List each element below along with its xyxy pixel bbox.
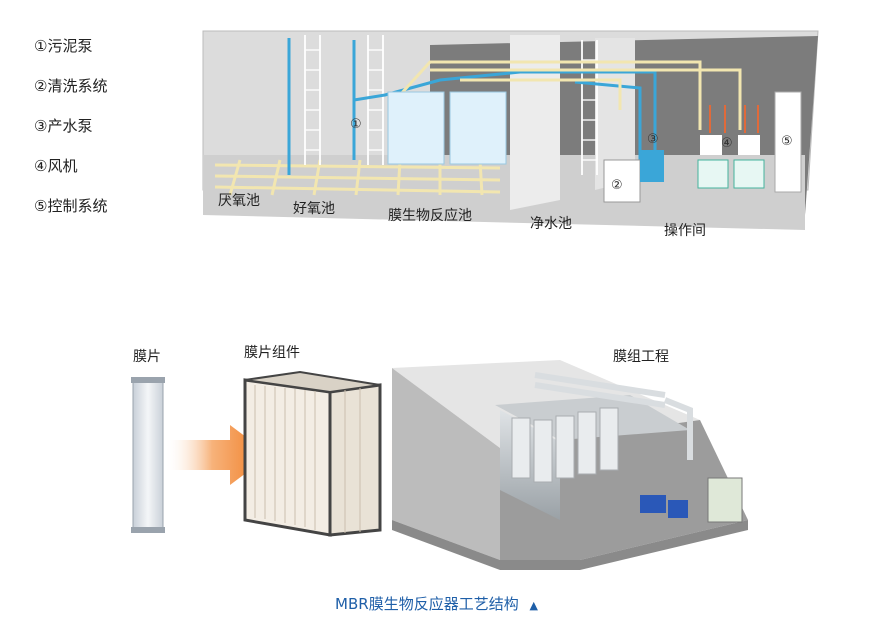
plant-building xyxy=(202,30,819,230)
legend-item-sludge-pump: ①污泥泵 xyxy=(34,37,93,55)
zone-label-anaerobic: 厌氧池 xyxy=(218,193,260,209)
membrane-sheet xyxy=(131,377,165,533)
legend-item-cleaning-system: ②清洗系统 xyxy=(34,77,108,95)
legend-item-control-system: ⑤控制系统 xyxy=(34,197,108,215)
zone-label-aerobic: 好氧池 xyxy=(293,201,335,217)
zone-label-operation-room: 操作间 xyxy=(664,223,706,239)
callout-2: ② xyxy=(611,178,623,193)
caption-triangle-icon: ▲ xyxy=(529,599,538,612)
stage-label-sheet: 膜片 xyxy=(133,349,161,365)
membrane-module xyxy=(243,370,382,537)
callout-4: ④ xyxy=(721,136,733,151)
legend-item-product-pump: ③产水泵 xyxy=(34,117,93,135)
zone-label-mbr: 膜生物反应池 xyxy=(388,208,472,224)
callout-3: ③ xyxy=(647,132,659,147)
callout-1: ① xyxy=(350,117,362,132)
legend-item-blower: ④风机 xyxy=(34,157,78,175)
blowers xyxy=(697,105,765,189)
membrane-tanks xyxy=(387,91,507,165)
figure-caption: MBR膜生物反应器工艺结构 ▲ xyxy=(0,593,873,614)
callout-5: ⑤ xyxy=(781,134,793,149)
caption-text: MBR膜生物反应器工艺结构 xyxy=(335,595,519,613)
control-cabinet xyxy=(774,91,802,193)
membrane-project xyxy=(392,360,748,570)
stage-label-project: 膜组工程 xyxy=(613,349,669,365)
zone-label-clean-water: 净水池 xyxy=(530,216,572,232)
product-pump xyxy=(640,150,664,182)
cleaning-system-box xyxy=(603,159,641,203)
legend: ①污泥泵 ②清洗系统 ③产水泵 ④风机 ⑤控制系统 xyxy=(34,36,107,236)
stage-label-module: 膜片组件 xyxy=(244,345,300,361)
